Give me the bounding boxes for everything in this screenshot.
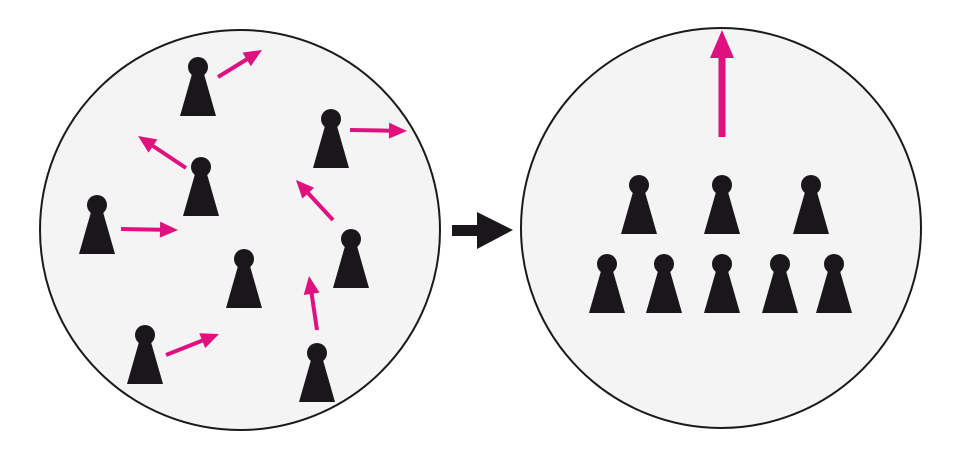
direction-arrow-icon	[710, 30, 734, 137]
aligned-arrows	[710, 30, 734, 137]
scattered-arrows	[120, 49, 407, 357]
direction-arrow-icon	[295, 180, 335, 222]
direction-arrow-icon	[165, 333, 219, 357]
aligned-group-panel	[520, 27, 922, 429]
direction-arrow-icon	[349, 122, 407, 139]
direction-arrow-icon	[216, 49, 263, 79]
direction-arrow-icon	[137, 136, 188, 170]
direction-arrow-icon	[120, 221, 178, 238]
scattered-group-panel	[39, 29, 441, 431]
transition-arrow	[452, 212, 513, 249]
